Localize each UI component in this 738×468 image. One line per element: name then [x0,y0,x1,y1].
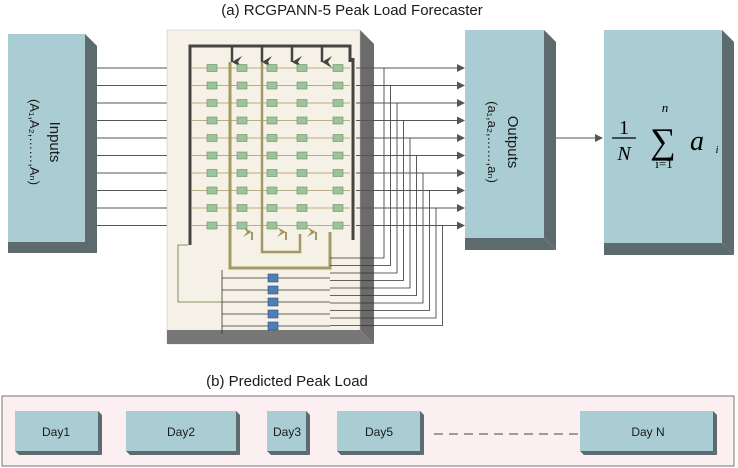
node-green [332,221,344,230]
day-dayn: Day N [580,411,717,455]
node-blue [267,285,279,295]
feedback-wire [330,85,391,266]
output-wires [330,64,465,326]
node-green [332,169,344,177]
node-blue [267,321,279,331]
day-label: Day N [631,425,664,439]
node-green [206,81,218,90]
node-green [266,186,278,195]
node-green [206,186,218,195]
node-green [296,116,308,125]
node-green [236,64,248,72]
node-green [296,204,308,212]
node-green [266,151,278,160]
title-b: (b) Predicted Peak Load [206,373,368,390]
day-label: Day5 [365,425,393,439]
node-green [206,116,218,125]
feedback-loop [228,62,332,270]
node-green [296,169,308,177]
node-green [206,169,218,177]
node-green [266,64,278,72]
formula-term: a [690,126,704,157]
feedback-wire [330,225,443,326]
top-bus [188,44,352,62]
node-green [296,186,308,195]
node-green [236,221,248,230]
day-day2: Day2 [126,411,240,455]
title-a: (a) RCGPANN-5 Peak Load Forecaster [221,2,482,19]
node-green [332,99,344,107]
average-box: 1 N ∑ n i=1 a i [604,30,734,255]
node-green [206,221,218,230]
node-green [206,134,218,142]
day-label: Day2 [167,425,195,439]
node-green [296,99,308,107]
inputs-label: Inputs [46,122,63,163]
node-green [266,204,278,212]
inputs-vector: (A₁,A₂,……,Aₙ) [27,99,42,185]
node-blue [267,297,279,307]
node-green [296,134,308,142]
network-internals [177,44,355,334]
formula-numerator: 1 [619,117,629,139]
node-green [266,116,278,125]
node-green [206,204,218,212]
node-green [296,64,308,72]
node-green [296,81,308,90]
node-green [332,116,344,125]
node-green [236,134,248,142]
node-green [332,64,344,72]
day-day3: Day3 [267,411,310,455]
feedback-wire [330,208,437,319]
node-green [206,64,218,72]
sigma-upper: n [662,100,669,115]
formula-denominator: N [616,143,632,165]
node-green [236,186,248,195]
node-green [296,151,308,160]
feedback-wire [330,190,430,311]
feedback-wire [330,173,424,304]
day-label: Day1 [42,425,70,439]
node-green [206,99,218,107]
inputs-box: Inputs (A₁,A₂,……,Aₙ) [8,34,97,253]
sigma-lower: i=1 [655,156,672,171]
node-green [332,186,344,195]
node-green [296,221,308,230]
node-green [236,99,248,107]
node-green [206,151,218,160]
day-day5: Day5 [337,411,424,455]
node-green [236,169,248,177]
outputs-label: Outputs [504,116,521,169]
feedback-loop-inner [260,62,302,254]
node-green [236,204,248,212]
node-green [266,134,278,142]
feedback-wire [330,68,385,259]
node-green [332,204,344,212]
feedback-wire [330,155,417,296]
feedback-wire [330,138,411,289]
node-blue [267,273,279,283]
node-green [266,169,278,177]
day-day1: Day1 [15,411,102,455]
node-green [236,151,248,160]
outputs-vector: (a₁,a₂,……,aₙ) [485,101,500,183]
feedback-wire [330,120,404,281]
node-green [332,81,344,90]
node-green [332,134,344,142]
day-label: Day3 [273,425,301,439]
formula-subscript: i [715,144,718,156]
node-green [236,116,248,125]
bank-feedback-wire [177,244,222,303]
node-green [266,81,278,90]
outputs-box: Outputs (a₁,a₂,……,aₙ) [465,30,556,250]
node-green [332,151,344,160]
sigma-symbol: ∑ [650,121,676,161]
feedback-wire [330,103,398,274]
node-green [266,221,278,230]
node-blue [267,309,279,319]
node-green [236,81,248,90]
node-green [266,99,278,107]
